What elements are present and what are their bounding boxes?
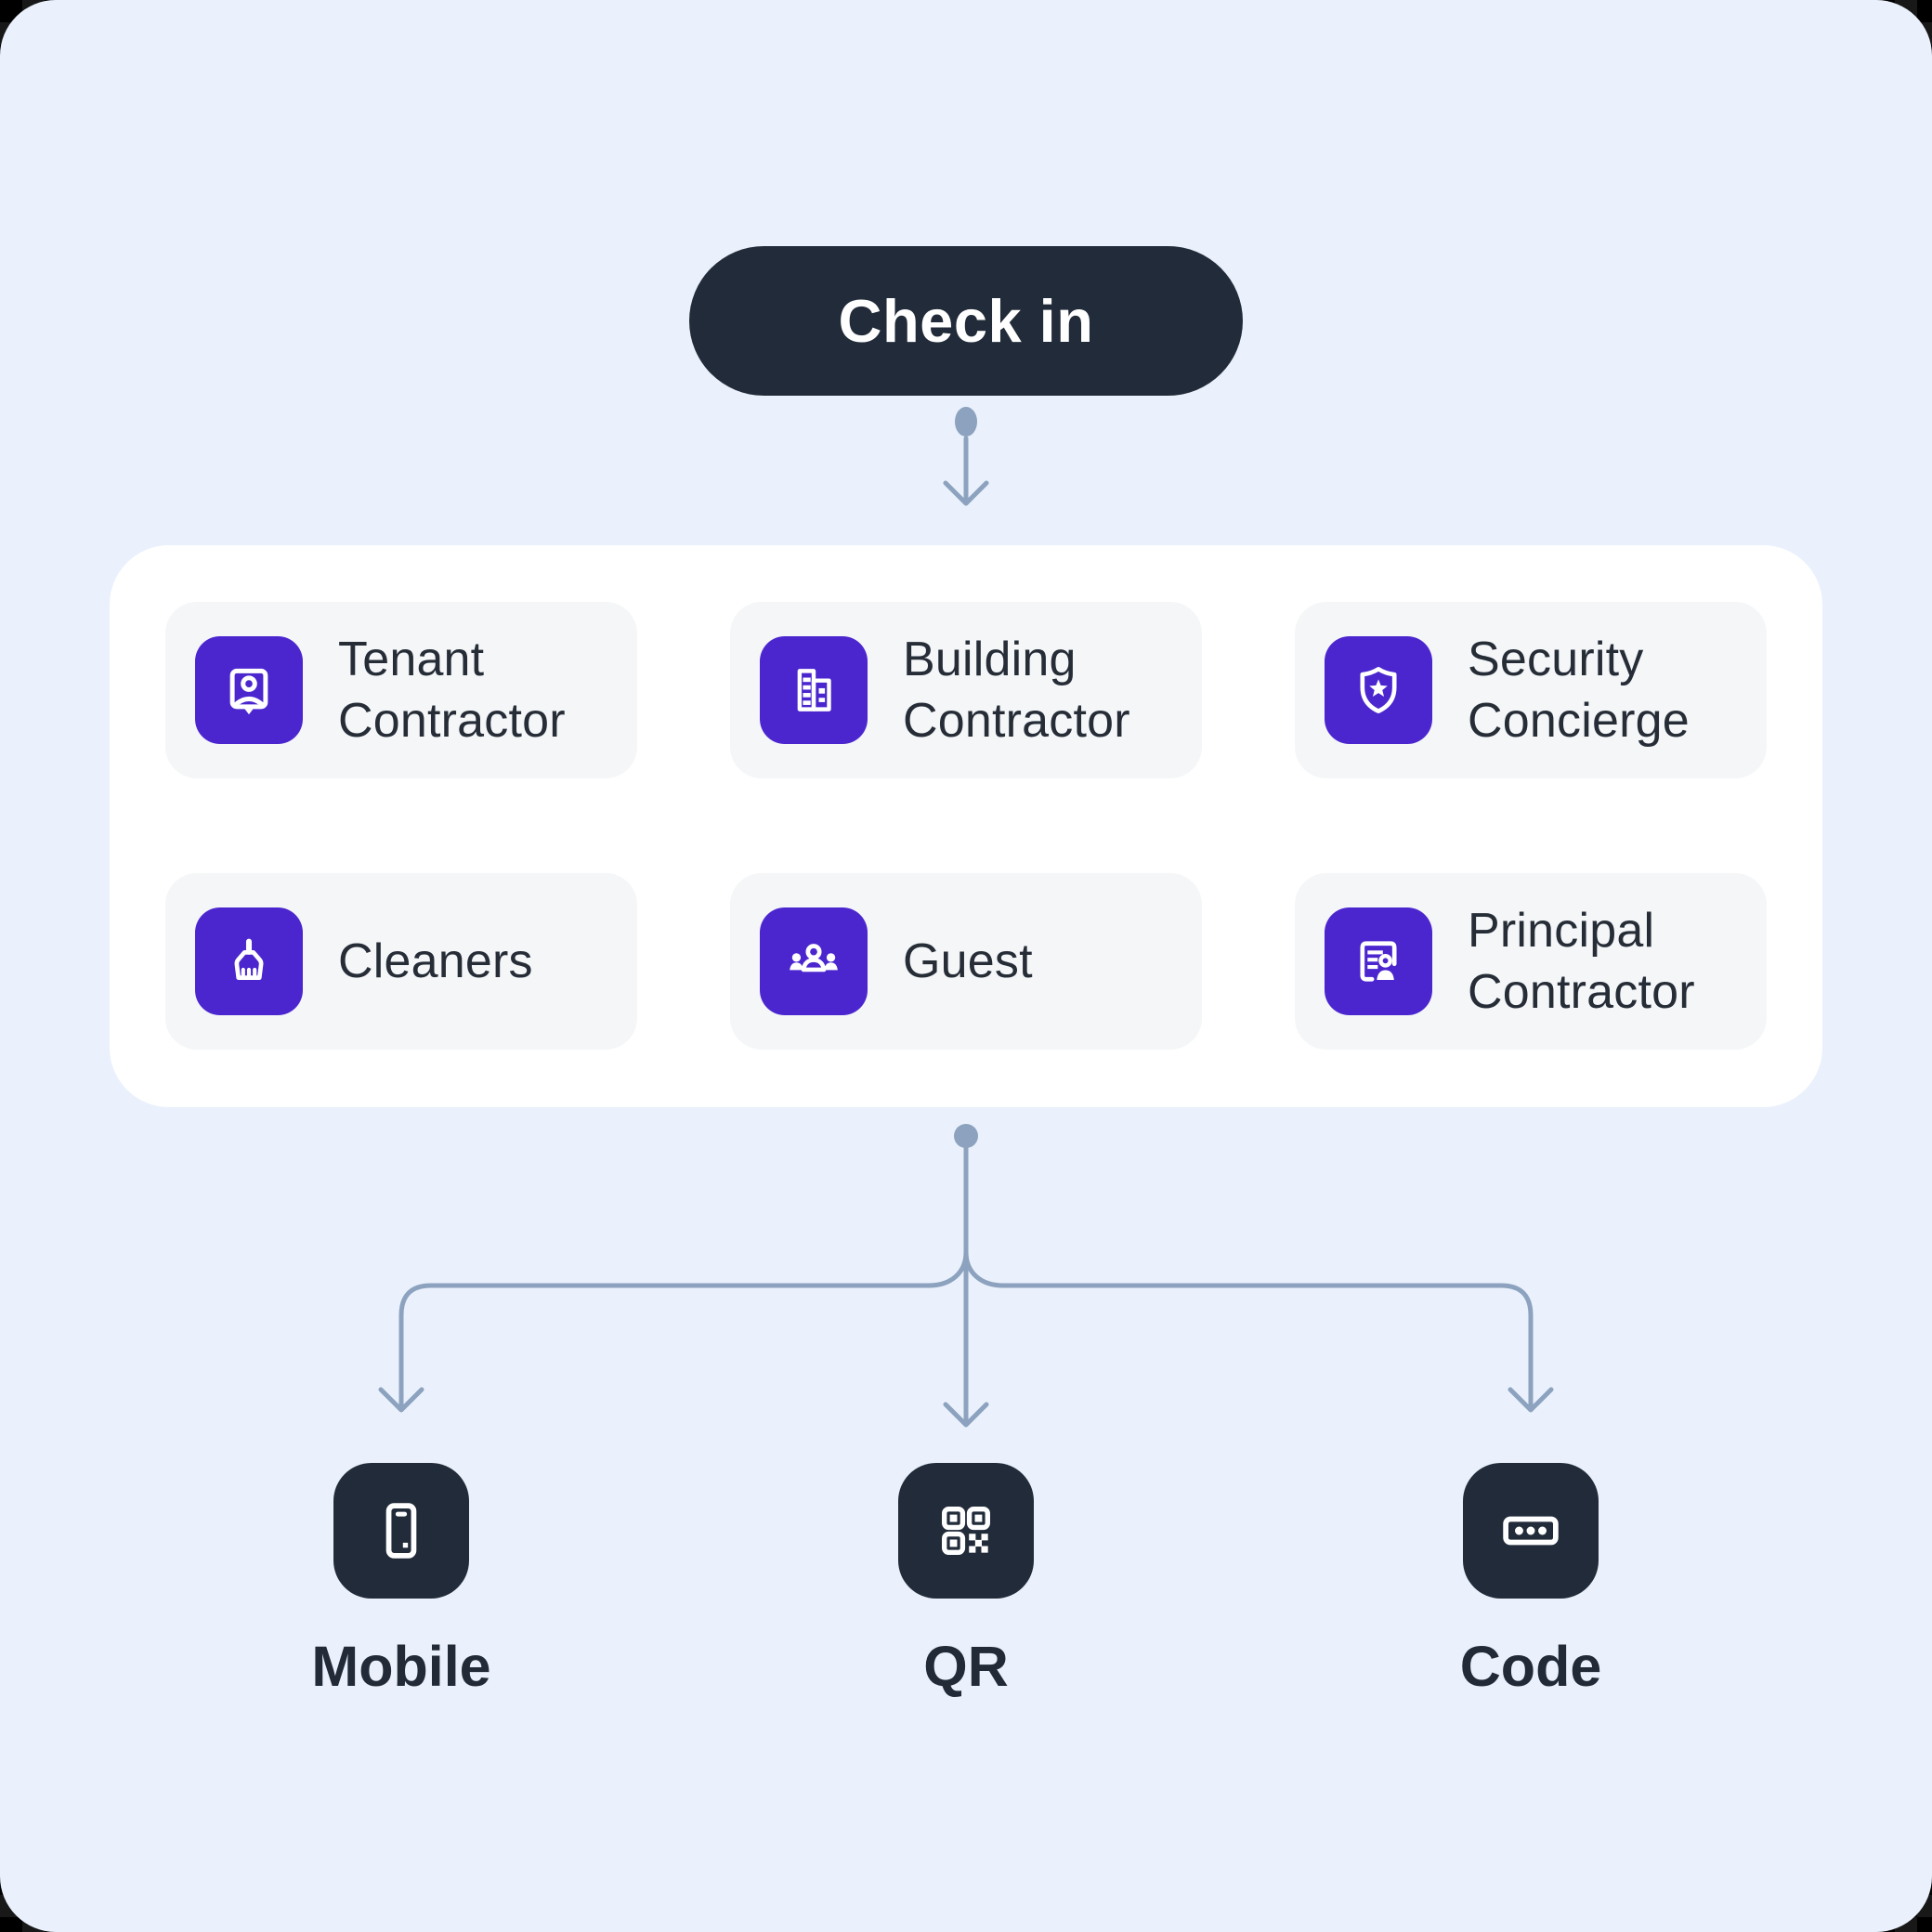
contact-document-icon — [1325, 907, 1432, 1015]
visitor-types-panel: Tenant Contractor Building Contractor — [110, 545, 1822, 1107]
visitor-type-card-security-concierge: Security Concierge — [1295, 602, 1767, 778]
method-code: Code — [1345, 1463, 1717, 1699]
visitor-type-label: Guest — [903, 933, 1033, 988]
check-in-node: Check in — [689, 246, 1243, 396]
method-label: Mobile — [311, 1635, 491, 1698]
arrowhead-left — [378, 1387, 424, 1413]
visitor-type-label: Security Concierge — [1468, 632, 1690, 748]
visitor-type-label: Cleaners — [338, 933, 533, 988]
people-group-icon — [760, 907, 868, 1015]
passcode-icon — [1463, 1463, 1599, 1599]
arrowhead-center — [943, 1402, 989, 1428]
branch-left — [398, 1249, 969, 1407]
visitor-type-card-guest: Guest — [730, 873, 1202, 1050]
method-mobile: Mobile — [215, 1463, 587, 1699]
shield-star-icon — [1325, 636, 1432, 744]
branch-right — [963, 1249, 1534, 1407]
visitor-type-card-tenant-contractor: Tenant Contractor — [165, 602, 637, 778]
visitor-type-card-building-contractor: Building Contractor — [730, 602, 1202, 778]
visitor-type-label: Building Contractor — [903, 632, 1130, 748]
method-label: Code — [1459, 1635, 1602, 1698]
badge-person-icon — [195, 636, 303, 744]
check-in-label: Check in — [838, 287, 1094, 355]
visitor-type-card-principal-contractor: Principal Contractor — [1295, 873, 1767, 1050]
visitor-type-label: Tenant Contractor — [338, 632, 566, 748]
method-label: QR — [923, 1635, 1009, 1698]
method-qr: QR — [780, 1463, 1152, 1699]
building-icon — [760, 636, 868, 744]
connector-dot-top — [955, 407, 977, 437]
visitor-type-card-cleaners: Cleaners — [165, 873, 637, 1050]
broom-icon — [195, 907, 303, 1015]
connector-dot-bottom — [954, 1124, 978, 1148]
visitor-type-label: Principal Contractor — [1468, 903, 1695, 1019]
arrowhead-top — [943, 480, 989, 506]
smartphone-icon — [333, 1463, 469, 1599]
qr-code-icon — [898, 1463, 1034, 1599]
arrowhead-right — [1508, 1387, 1554, 1413]
